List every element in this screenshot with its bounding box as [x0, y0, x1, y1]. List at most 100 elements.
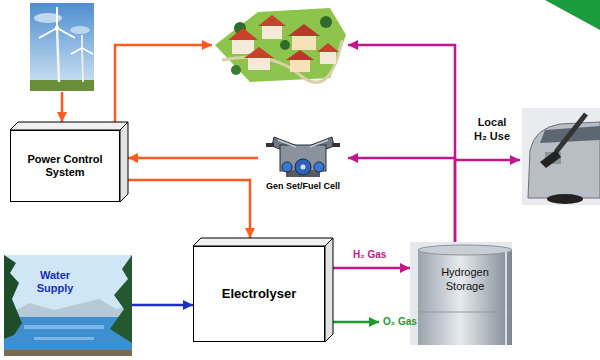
oxygen-line — [333, 321, 379, 324]
gas-label: O₂ Gas — [383, 316, 453, 327]
car-refuel-photo — [556, 114, 586, 152]
houses-illustration — [231, 65, 241, 75]
label-wrap: O₂ Gas — [383, 316, 453, 327]
tank-photo — [418, 250, 512, 345]
houses-illustration — [222, 40, 342, 82]
power-line — [61, 92, 64, 122]
flow-arrow — [132, 304, 193, 307]
houses-illustration — [290, 60, 310, 72]
engine-icon — [314, 162, 324, 172]
engine-icon — [282, 162, 292, 172]
wind-turbine-photo — [82, 48, 83, 82]
box-3d-outline — [194, 247, 325, 342]
car-refuel-photo — [540, 150, 561, 168]
wind-turbine-photo — [56, 7, 58, 28]
wind-turbine-photo — [57, 28, 75, 38]
wind-turbine-photo — [55, 26, 59, 30]
tank-photo — [418, 312, 512, 313]
lake-photo — [110, 255, 132, 343]
engine-icon — [332, 143, 340, 147]
houses-illustration — [248, 58, 270, 70]
houses-illustration — [228, 28, 258, 40]
engine-icon — [258, 131, 348, 179]
lake-photo — [4, 299, 132, 319]
wind-turbine-photo — [30, 3, 94, 91]
storage-tank: Hydrogen Storage — [410, 242, 512, 345]
car-refuel-photo — [528, 122, 600, 198]
lake-photo — [4, 255, 22, 339]
node-text: Hydrogen Storage — [422, 266, 508, 294]
lake-photo — [4, 350, 132, 356]
houses-illustration — [317, 43, 339, 52]
lake-photo — [24, 325, 104, 329]
wind-turbine-photo — [30, 3, 94, 91]
node-text: Gen Set/Fuel Cell — [246, 181, 360, 192]
box-3d-outline — [325, 238, 333, 342]
wind-turbine-photo — [71, 48, 82, 54]
houses-illustration — [244, 47, 274, 58]
edge-label-wrap: H₂ Gas — [351, 249, 388, 260]
engine-icon — [278, 140, 296, 147]
lake-photo — [4, 255, 132, 356]
tank-photo — [410, 242, 512, 345]
corner-band — [545, 0, 600, 30]
flow-arrow — [128, 157, 258, 160]
lake-photo — [34, 337, 94, 340]
houses-illustration — [320, 52, 336, 64]
engine-icon — [310, 140, 328, 147]
box-3d-outline — [193, 238, 333, 246]
node-text: Power Control System — [10, 153, 120, 179]
houses-illustration — [258, 15, 286, 26]
wind-turbine-photo — [57, 28, 59, 82]
engine-icon — [266, 143, 274, 147]
edge-label: H₂ Gas — [353, 249, 386, 260]
genset-icon: Gen Set/Fuel Cell — [258, 131, 348, 197]
water-supply-photo: Water Supply — [4, 255, 132, 356]
car-refuel-photo — [547, 194, 583, 204]
wind-turbine-photo — [30, 80, 94, 91]
tank-photo — [505, 252, 507, 345]
houses-illustration — [286, 50, 314, 60]
houses-illustration — [232, 40, 254, 54]
houses-illustration — [292, 36, 316, 50]
box-face: Power Control System — [10, 130, 120, 202]
wind-turbine-photo — [82, 48, 93, 54]
wind-turbine-photo — [39, 28, 57, 38]
label-wrap: Local H₂ Use — [470, 116, 514, 144]
flow-arrow — [333, 267, 410, 270]
box-3d-outline — [10, 122, 128, 130]
wind-turbine-photo — [81, 35, 83, 48]
engine-icon — [295, 159, 311, 175]
text-wrap: Hydrogen Storage — [422, 266, 508, 294]
engine-icon — [301, 165, 306, 170]
tank-photo — [418, 245, 512, 255]
houses-illustration — [215, 8, 346, 82]
box-3d-outline — [120, 122, 128, 202]
box-face: Electrolyser — [193, 246, 325, 342]
caption-wrap: Gen Set/Fuel Cell — [246, 181, 360, 192]
houses-illustration — [262, 26, 282, 39]
hydrogen-line — [455, 159, 520, 162]
use-label: Local H₂ Use — [470, 116, 514, 144]
electrolyser-box: Electrolyser — [193, 238, 333, 342]
car-refuel-photo — [522, 108, 600, 205]
houses-illustration — [288, 24, 320, 36]
node-text: Electrolyser — [216, 286, 302, 302]
wind-turbine-photo — [70, 26, 90, 34]
flow-arrow — [128, 180, 250, 238]
box-3d-outline — [11, 131, 120, 202]
tank-photo — [410, 242, 512, 345]
text-wrap: Water Supply — [24, 269, 86, 295]
power-line — [115, 45, 212, 122]
node-text: Water Supply — [24, 269, 86, 295]
car-refuel-photo — [522, 108, 600, 205]
houses-illustration — [320, 16, 332, 28]
lake-photo — [4, 317, 132, 356]
control-box: Power Control System — [10, 122, 128, 202]
engine-icon — [280, 145, 326, 171]
houses-illustration — [280, 40, 290, 50]
flow-arrow — [348, 158, 455, 242]
hydrogen-line — [348, 45, 455, 242]
houses-illustration — [215, 8, 346, 82]
